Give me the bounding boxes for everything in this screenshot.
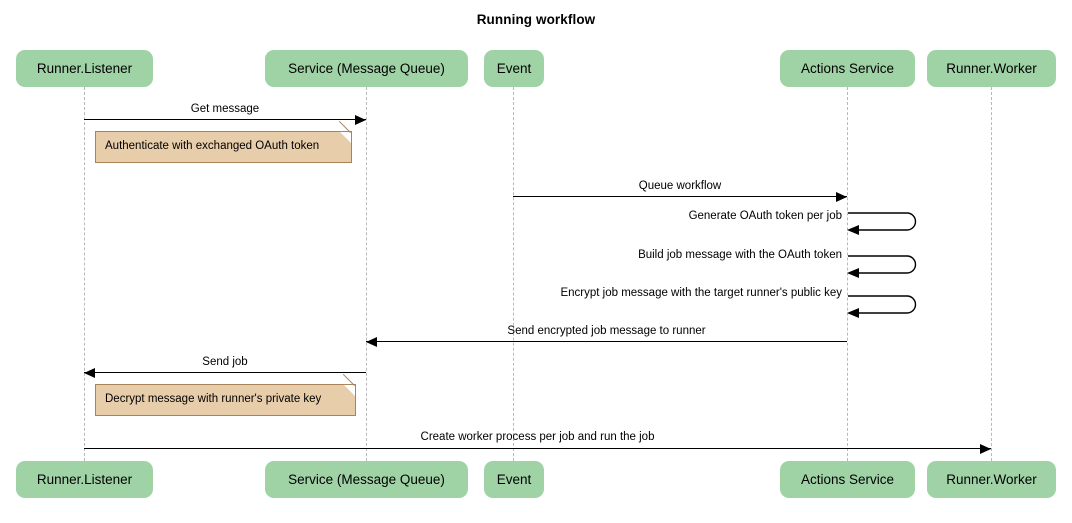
self-message-build-job-message-with-the-oauth-token[interactable] bbox=[847, 254, 919, 283]
message-label-send-encrypted-job-message-to-runner: Send encrypted job message to runner bbox=[507, 325, 706, 337]
lifeline-service-message-queue bbox=[366, 87, 367, 461]
note-fold-edge bbox=[343, 373, 355, 386]
message-line-get-message[interactable] bbox=[84, 119, 366, 120]
participant-header-actions-service[interactable]: Actions Service bbox=[780, 50, 915, 87]
message-label-encrypt-job-message-with-the-target-runners-public-key: Encrypt job message with the target runn… bbox=[560, 287, 842, 299]
message-line-create-worker-process-per-job-and-run-the-job[interactable] bbox=[84, 448, 991, 449]
arrowhead-create-worker-process-per-job-and-run-the-job bbox=[980, 444, 991, 454]
note-label: Decrypt message with runner's private ke… bbox=[105, 393, 322, 406]
page-title: Running workflow bbox=[476, 12, 596, 27]
message-label-create-worker-process-per-job-and-run-the-job: Create worker process per job and run th… bbox=[420, 431, 655, 443]
note-fold-edge bbox=[339, 120, 351, 133]
participant-footer-actions-service[interactable]: Actions Service bbox=[780, 461, 915, 498]
note-decrypt-message-with-runners-private-key: Decrypt message with runner's private ke… bbox=[95, 373, 356, 416]
message-label-send-job: Send job bbox=[202, 356, 248, 368]
self-message-encrypt-job-message-with-the-target-runners-public-key[interactable] bbox=[847, 294, 919, 323]
participant-header-service-message-queue[interactable]: Service (Message Queue) bbox=[265, 50, 468, 87]
lifeline-runner-listener bbox=[84, 87, 85, 461]
participant-footer-runner-worker[interactable]: Runner.Worker bbox=[927, 461, 1056, 498]
participant-header-runner-worker[interactable]: Runner.Worker bbox=[927, 50, 1056, 87]
self-message-generate-oauth-token-per-job[interactable] bbox=[847, 211, 919, 240]
note-fold-corner-icon bbox=[344, 385, 355, 396]
arrowhead-send-job bbox=[84, 368, 95, 378]
note-label: Authenticate with exchanged OAuth token bbox=[105, 140, 320, 153]
arrowhead-send-encrypted-job-message-to-runner bbox=[366, 337, 377, 347]
message-label-queue-workflow: Queue workflow bbox=[638, 180, 722, 192]
message-label-get-message: Get message bbox=[190, 103, 260, 115]
message-label-generate-oauth-token-per-job: Generate OAuth token per job bbox=[688, 210, 842, 222]
message-line-queue-workflow[interactable] bbox=[513, 196, 847, 197]
participant-footer-event[interactable]: Event bbox=[484, 461, 544, 498]
participant-footer-service-message-queue[interactable]: Service (Message Queue) bbox=[265, 461, 468, 498]
lifeline-runner-worker bbox=[991, 87, 992, 461]
arrowhead-queue-workflow bbox=[836, 192, 847, 202]
lifeline-actions-service bbox=[847, 87, 848, 461]
arrowhead-get-message bbox=[355, 115, 366, 125]
lifeline-event bbox=[513, 87, 514, 461]
note-authenticate-with-exchanged-oauth-token: Authenticate with exchanged OAuth token bbox=[95, 120, 352, 163]
message-line-send-encrypted-job-message-to-runner[interactable] bbox=[366, 341, 847, 342]
note-fold-corner-icon bbox=[340, 132, 351, 143]
participant-header-event[interactable]: Event bbox=[484, 50, 544, 87]
participant-header-runner-listener[interactable]: Runner.Listener bbox=[16, 50, 153, 87]
message-label-build-job-message-with-the-oauth-token: Build job message with the OAuth token bbox=[638, 249, 842, 261]
participant-footer-runner-listener[interactable]: Runner.Listener bbox=[16, 461, 153, 498]
message-line-send-job[interactable] bbox=[84, 372, 366, 373]
